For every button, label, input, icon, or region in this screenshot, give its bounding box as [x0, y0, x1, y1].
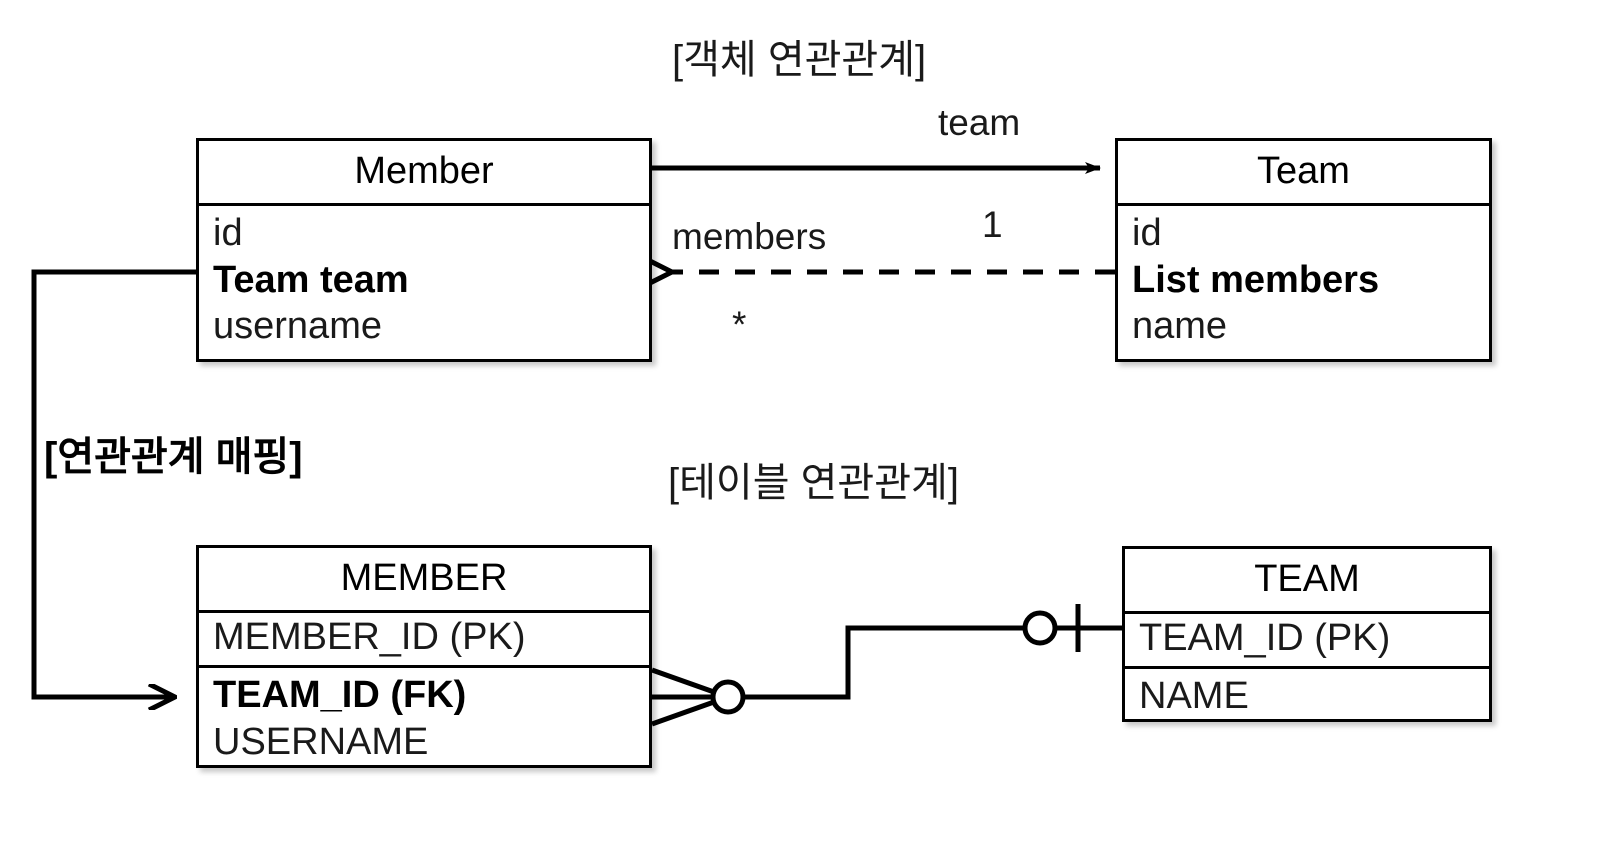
mapping-link-wire — [31, 269, 196, 697]
entity-title-member: Member — [199, 141, 649, 206]
caption-object-relation: [객체 연관관계] — [672, 38, 927, 82]
table-column-name: NAME — [1139, 675, 1249, 717]
field-team-members: List members — [1132, 258, 1380, 301]
zero-or-one-circle — [1022, 610, 1058, 646]
table-title-member: MEMBER — [199, 548, 649, 613]
table-column-team-id-pk: TEAM_ID (PK) — [1125, 614, 1489, 669]
entity-fields-team: id List members name — [1118, 206, 1489, 356]
field-team-id: id — [1132, 212, 1162, 254]
association-label-team: team — [938, 102, 1021, 143]
table-column-username: USERNAME — [213, 720, 429, 763]
table-box-team[interactable]: TEAM TEAM_ID (PK) NAME — [1122, 546, 1492, 722]
field-team-name: name — [1132, 305, 1228, 348]
table-columns-member: TEAM_ID (FK) USERNAME — [199, 668, 649, 771]
caption-table-relation: [테이블 연관관계] — [668, 461, 959, 505]
entity-fields-member: id Team team username — [199, 206, 649, 356]
association-multiplicity-many: * — [732, 304, 747, 345]
table-column-team-id-fk: TEAM_ID (FK) — [213, 674, 467, 716]
table-relationship-wire — [651, 604, 1122, 727]
field-member-username: username — [213, 305, 382, 348]
entity-box-team[interactable]: Team id List members name — [1115, 138, 1492, 362]
table-columns-team: NAME — [1125, 669, 1489, 726]
table-box-member[interactable]: MEMBER MEMBER_ID (PK) TEAM_ID (FK) USERN… — [196, 545, 652, 768]
table-title-team: TEAM — [1125, 549, 1489, 614]
zero-or-many-circle — [710, 679, 746, 715]
association-label-members: members — [672, 216, 827, 257]
caption-mapping: [연관관계 매핑] — [44, 435, 303, 479]
field-member-id: id — [213, 212, 243, 254]
table-column-member-id: MEMBER_ID (PK) — [199, 613, 649, 668]
field-member-team: Team team — [213, 258, 409, 301]
entity-title-team: Team — [1118, 141, 1489, 206]
entity-box-member[interactable]: Member id Team team username — [196, 138, 652, 362]
association-multiplicity-one: 1 — [982, 204, 1003, 245]
